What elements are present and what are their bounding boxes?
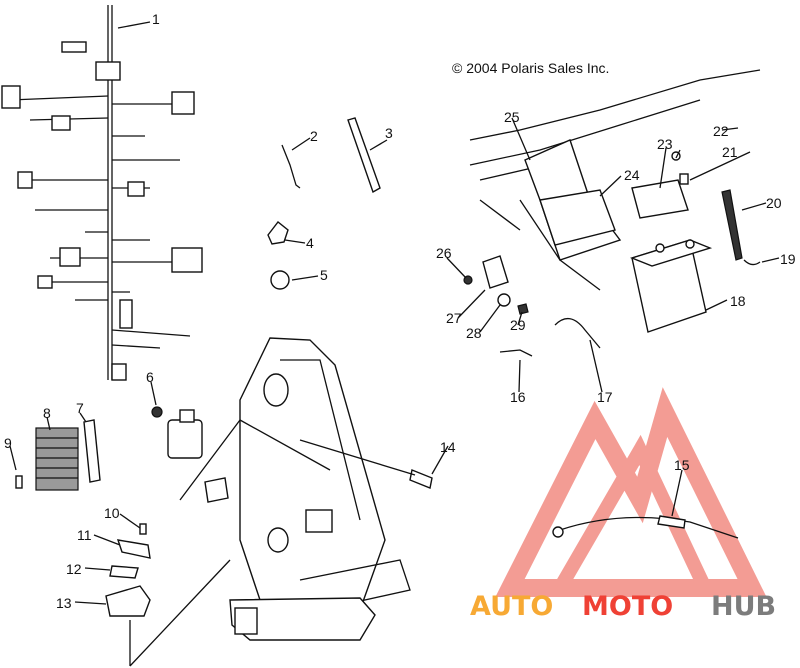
frame-hole-1: [263, 373, 289, 407]
part-13-module: [105, 585, 151, 617]
part-16-cable: [499, 349, 533, 357]
frame-slot: [305, 509, 333, 533]
callout-16: 16: [510, 389, 526, 405]
watermark-text-moto: MOTO: [582, 591, 673, 622]
callout-8: 8: [43, 405, 51, 421]
frame-plate-edge: [280, 359, 361, 521]
watermark-logo: [495, 387, 767, 597]
callout-12: 12: [66, 561, 82, 577]
callout-19: 19: [780, 251, 796, 267]
part-11-bracket: [116, 539, 151, 559]
callout-22: 22: [713, 123, 729, 139]
part-6-nut: [151, 406, 163, 418]
callout-7: 7: [76, 400, 84, 416]
part-7-bracket: [83, 419, 101, 483]
callout-11: 11: [77, 527, 92, 543]
part-20-cable: [721, 189, 743, 261]
part-24-tray: [539, 189, 616, 246]
callout-21: 21: [722, 144, 738, 160]
callout-10: 10: [104, 505, 120, 521]
part-15-eyelet: [552, 526, 564, 538]
callout-4: 4: [306, 235, 314, 251]
callout-3: 3: [385, 125, 393, 141]
part-4-clip: [267, 221, 289, 245]
part-9-screw: [15, 475, 23, 489]
callout-25: 25: [504, 109, 520, 125]
watermark-text-auto: AUTO: [470, 591, 553, 622]
watermark-text-hub: HUB: [711, 591, 776, 622]
part-23-pad: [631, 179, 689, 219]
part-2-wire: [281, 144, 301, 189]
part-6-terminal: [179, 409, 195, 423]
callout-6: 6: [146, 369, 154, 385]
part-18-battery: [629, 239, 713, 333]
part-12-pad: [109, 565, 139, 579]
part-5-grommet: [270, 270, 290, 290]
callout-17: 17: [597, 389, 613, 405]
callout-1: 1: [152, 11, 160, 27]
part-3-cable-tie: [347, 117, 381, 194]
callout-23: 23: [657, 136, 673, 152]
callout-29: 29: [510, 317, 526, 333]
part-15-sleeve: [657, 515, 686, 529]
part-17-cable: [554, 318, 601, 349]
frame-tab: [204, 477, 229, 503]
part-27-solenoid: [482, 255, 509, 289]
frame-hole-2: [267, 527, 289, 553]
part-8-fins: [36, 437, 78, 479]
callout-20: 20: [766, 195, 782, 211]
leader-13: [129, 559, 231, 667]
part-28-washer: [497, 293, 511, 307]
callout-26: 26: [436, 245, 452, 261]
callout-28: 28: [466, 325, 482, 341]
callout-13: 13: [56, 595, 72, 611]
callout-2: 2: [310, 128, 318, 144]
callout-9: 9: [4, 435, 12, 451]
part-14-bolt: [409, 469, 433, 489]
callout-24: 24: [624, 167, 640, 183]
callout-5: 5: [320, 267, 328, 283]
part-19-terminal: [743, 259, 761, 266]
part-8-regulator: [35, 427, 79, 491]
frame-rail: [179, 419, 411, 611]
frame-rail-lower: [229, 597, 376, 641]
callout-14: 14: [440, 439, 456, 455]
copyright-notice: © 2004 Polaris Sales Inc.: [452, 60, 609, 76]
callout-27: 27: [446, 310, 462, 326]
frame-tubes: [469, 69, 761, 291]
wiring-harness: [1, 5, 203, 381]
part-21-nut: [679, 173, 689, 185]
part-6-relay: [167, 419, 203, 459]
part-29-nut: [517, 303, 529, 315]
leader-lines: [9, 21, 780, 605]
part-10-screw: [139, 523, 147, 535]
part-14-leader: [299, 439, 416, 476]
frame-lower-block: [234, 607, 258, 635]
callout-15: 15: [674, 457, 690, 473]
callout-18: 18: [730, 293, 746, 309]
